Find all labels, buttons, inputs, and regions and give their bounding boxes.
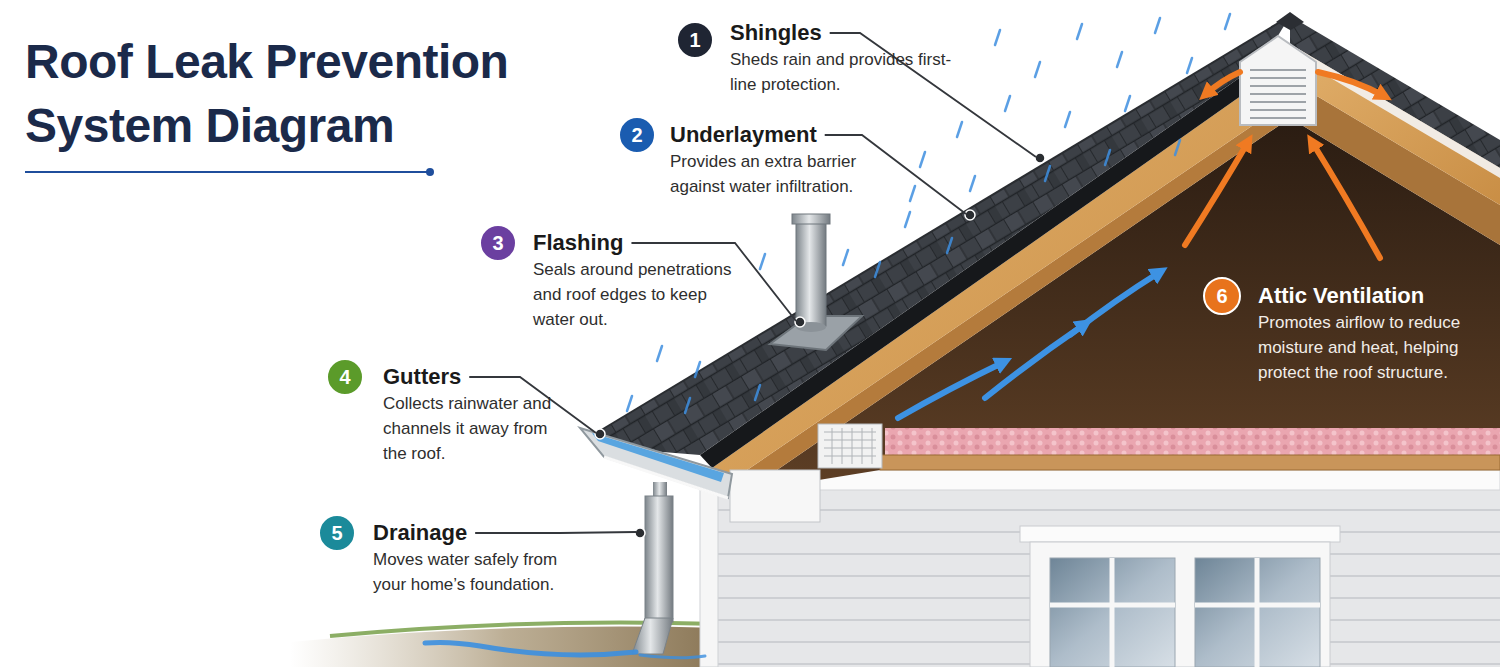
callout-number-text: 4 bbox=[339, 366, 350, 388]
diagram-title: Roof Leak Prevention System Diagram bbox=[25, 30, 565, 158]
callout-heading: Attic Ventilation bbox=[1258, 282, 1424, 310]
callout-description: Seals around penetrations and roof edges… bbox=[533, 257, 748, 332]
callout-number: 4 bbox=[326, 358, 364, 396]
callout-number-text: 5 bbox=[331, 522, 342, 544]
callout-number-text: 2 bbox=[631, 124, 642, 146]
callout-description: Moves water safely from your home’s foun… bbox=[373, 547, 583, 597]
callout-description: Provides an extra barrier against water … bbox=[670, 149, 898, 199]
callout-description: Promotes airflow to reduce moisture and … bbox=[1258, 310, 1494, 385]
callout-heading: Underlayment bbox=[670, 121, 817, 149]
leader-line bbox=[631, 243, 796, 321]
leader-line bbox=[825, 135, 966, 214]
callout-number-text: 3 bbox=[492, 232, 503, 254]
callout-number: 6 bbox=[1203, 277, 1241, 315]
callout-number: 2 bbox=[618, 116, 656, 154]
callout-heading: Shingles bbox=[730, 19, 822, 47]
callout-number: 3 bbox=[479, 224, 517, 262]
callout-number-text: 1 bbox=[689, 29, 700, 51]
callout-number-text: 6 bbox=[1216, 285, 1227, 307]
callout-number: 5 bbox=[318, 514, 356, 552]
callout-description: Collects rainwater and channels it away … bbox=[383, 391, 563, 466]
callout-heading: Flashing bbox=[533, 229, 623, 257]
callout-description: Sheds rain and provides first-line prote… bbox=[730, 47, 955, 97]
leader-line bbox=[475, 532, 636, 533]
callout-number: 1 bbox=[676, 21, 714, 59]
callout-heading: Drainage bbox=[373, 519, 467, 547]
callout-heading: Gutters bbox=[383, 363, 461, 391]
